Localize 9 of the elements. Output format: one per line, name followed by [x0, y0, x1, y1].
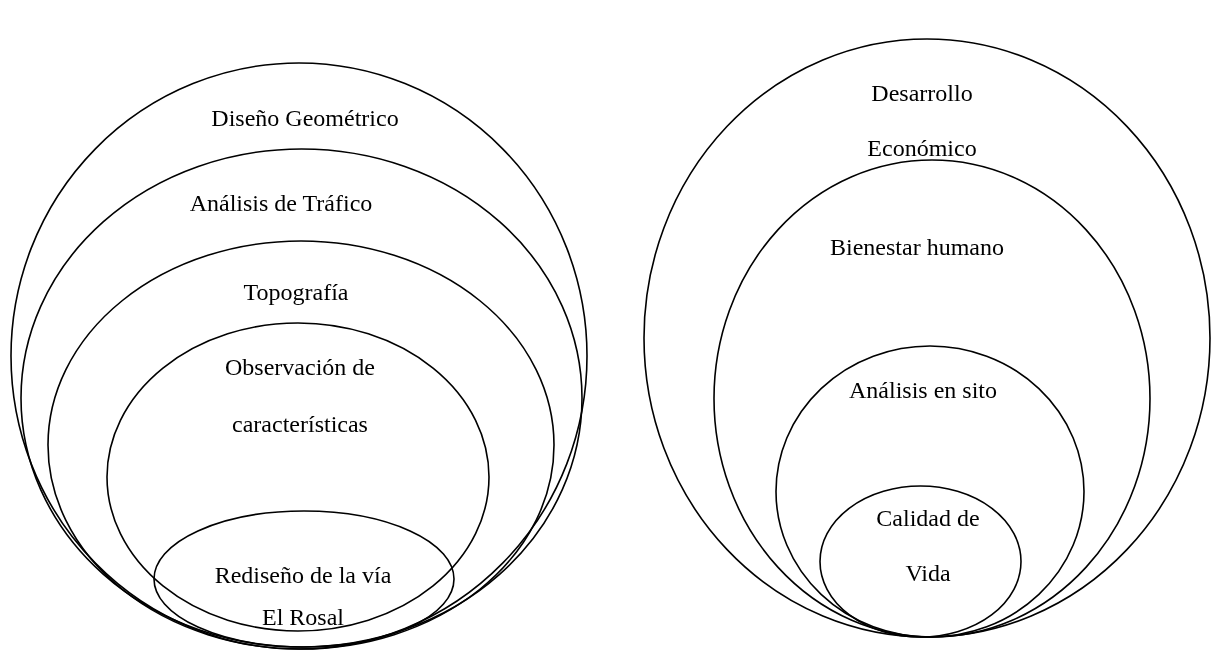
- ellipse-label: Análisis en sito: [848, 376, 998, 404]
- ellipse-label: Diseño Geométrico: [210, 104, 400, 132]
- ellipse-label: Topografía: [242, 278, 350, 306]
- ellipse-label: Bienestar humano: [829, 233, 1005, 261]
- ellipse-label: Desarrollo Económico: [866, 79, 978, 163]
- ellipse-label: Observación de características: [224, 353, 376, 439]
- ellipse-label: Análisis de Tráfico: [188, 189, 374, 217]
- ellipse-label: Rediseño de la vía El Rosal: [213, 561, 393, 632]
- ellipse-label: Calidad de Vida: [875, 504, 981, 588]
